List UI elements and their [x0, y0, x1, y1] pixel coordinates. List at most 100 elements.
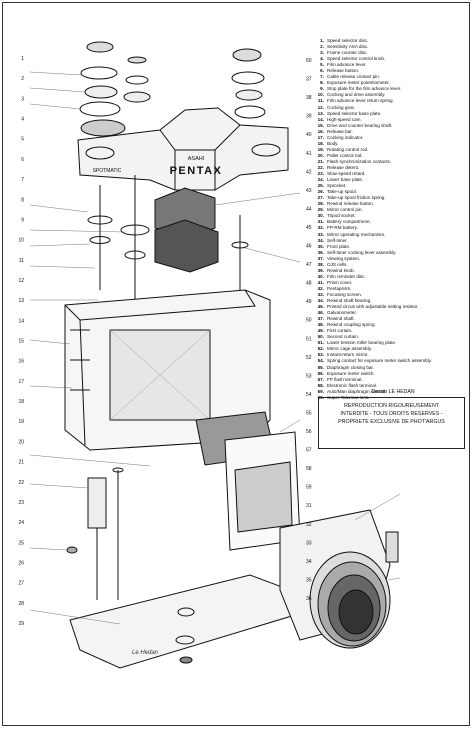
legend-item: 9.Stop plate for the film advance lever. [316, 86, 466, 92]
legend-item: 46.Galvanometer. [316, 310, 466, 316]
callout-number: 5 [21, 137, 24, 143]
legend-number: 38. [317, 261, 324, 267]
copyright-line-1: REPRODUCTION RIGOUREUSEMENT [343, 403, 440, 409]
legend-number: 6. [320, 68, 324, 74]
callout-number: 58 [306, 466, 312, 472]
legend-number: 55. [317, 364, 324, 370]
callout-number: 7 [21, 177, 24, 183]
legend-text: Sprocket. [327, 183, 347, 189]
legend-text: Rewind shaft. [327, 316, 355, 322]
legend-item: 28.Rewind release button. [316, 201, 466, 207]
page-border [2, 2, 470, 726]
legend-item: 4.Speed selector control knob. [316, 56, 466, 62]
legend-item: 11.Film advance lever return spring. [316, 98, 466, 104]
legend-number: 47. [317, 316, 324, 322]
legend-item: 34.Self-timer. [316, 238, 466, 244]
callout-number: 45 [306, 225, 312, 231]
callout-number: 3 [21, 96, 24, 102]
callout-number: 10 [18, 238, 24, 244]
legend-number: 7. [320, 74, 324, 80]
legend-item: 48.Rewind coupling spring. [316, 322, 466, 328]
callout-number: 47 [306, 262, 312, 268]
legend-number: 16. [317, 128, 324, 134]
legend-item: 15.Drive and counter bearing shaft. [316, 123, 466, 129]
legend-text: Printed circuit with adjustable setting … [327, 304, 419, 310]
front-plate-and-lens [279, 509, 399, 649]
legend-text: Battery compartment. [327, 219, 371, 225]
legend-item: 31.Battery compartment. [316, 219, 466, 225]
legend-text: Stop plate for the film advance lever. [327, 86, 402, 92]
legend-number: 40. [317, 273, 324, 279]
legend-text: Exposure meter potentiometer. [327, 80, 390, 86]
legend-item: 2.Sensitivity ASA disc. [316, 44, 466, 50]
legend-number: 31. [317, 219, 324, 225]
legend-number: 33. [317, 231, 324, 237]
legend-item: 51.Lower tension roller bearing plate. [316, 340, 466, 346]
parts-legend: 1.Speed selector disc.2.Sensitivity ASA … [316, 38, 466, 401]
legend-number: 22. [317, 164, 324, 170]
spool-assembly [66, 467, 124, 600]
callout-number: 33 [306, 540, 312, 546]
legend-number: 54. [317, 358, 324, 364]
legend-item: 7.Cable release contact pin. [316, 74, 466, 80]
legend-text: Sensitivity ASA disc. [327, 44, 369, 50]
legend-text: Speed selector base plate. [327, 110, 382, 116]
legend-item: 36.Self-timer cocking lever assembly. [316, 250, 466, 256]
callout-number: 6 [21, 157, 24, 163]
legend-number: 20. [317, 152, 324, 158]
legend-item: 27.Take-up spool friction spring. [316, 195, 466, 201]
legend-number: 45. [317, 304, 324, 310]
legend-text: Lower base plate. [327, 177, 364, 183]
legend-item: 19.Rotating control rod. [316, 147, 466, 153]
legend-item: 20.Pallet control rod. [316, 153, 466, 159]
callout-number: 18 [18, 399, 24, 405]
callout-number: 9 [21, 217, 24, 223]
legend-item: 44.Rewind shaft bearing. [316, 298, 466, 304]
legend-item: 35.Front plate. [316, 244, 466, 250]
legend-item: 12.Cocking gear. [316, 105, 466, 111]
legend-text: Second curtain. [327, 334, 359, 340]
legend-item: 49.First curtain. [316, 328, 466, 334]
legend-text: FP flash terminal. [327, 376, 363, 382]
callout-number: 34 [306, 559, 312, 565]
legend-number: 4. [320, 56, 324, 62]
legend-text: Rewind shaft bearing. [327, 298, 372, 304]
legend-text: CdS cells. [327, 261, 348, 267]
model-name: SPOTMATIC [93, 168, 122, 174]
legend-item: 13.Speed selector base plate. [316, 111, 466, 117]
legend-text: Spring contact for exposure meter switch… [327, 358, 432, 364]
legend-number: 28. [317, 201, 324, 207]
callout-number: 19 [18, 419, 24, 425]
legend-text: Release detent. [327, 164, 360, 170]
legend-text: Diaphragm closing bar. [327, 364, 374, 370]
legend-item: 42.Pentaprism. [316, 286, 466, 292]
legend-item: 10.Cocking and drive assembly. [316, 92, 466, 98]
legend-item: 43.Focusing screen. [316, 292, 466, 298]
legend-text: Focusing screen. [327, 291, 362, 297]
legend-item: 55.Diaphragm closing bar. [316, 365, 466, 371]
callout-number: 24 [18, 520, 24, 526]
legend-text: Electronic flash terminal. [327, 382, 378, 388]
legend-text: Film advance lever return spring. [327, 98, 394, 104]
legend-item: 53.Instant-return mirror. [316, 352, 466, 358]
shutter-speed-dial-stack [79, 41, 126, 137]
legend-text: Mirror cage assembly. [327, 346, 372, 352]
legend-text: Cocking gear. [327, 104, 356, 110]
legend-number: 14. [317, 116, 324, 122]
legend-text: Cable release contact pin. [327, 74, 381, 80]
callout-number: 17 [18, 379, 24, 385]
legend-text: Self-timer cocking lever assembly. [327, 249, 397, 255]
callouts-left: 1234567891011121314151617181920212223242… [18, 56, 24, 627]
legend-item: 17.Cocking indicator. [316, 135, 466, 141]
callout-number: 27 [18, 581, 24, 587]
legend-text: Self-timer. [327, 237, 348, 243]
camera-body [64, 289, 271, 451]
legend-number: 56. [317, 370, 324, 376]
callout-number: 16 [18, 359, 24, 365]
legend-text: Slow-speed retard. [327, 171, 366, 177]
legend-number: 53. [317, 352, 324, 358]
callout-number: 32 [306, 522, 312, 528]
legend-text: FP-RM battery. [327, 225, 358, 231]
legend-number: 13. [317, 110, 324, 116]
legend-text: Film advance lever. [327, 62, 367, 68]
